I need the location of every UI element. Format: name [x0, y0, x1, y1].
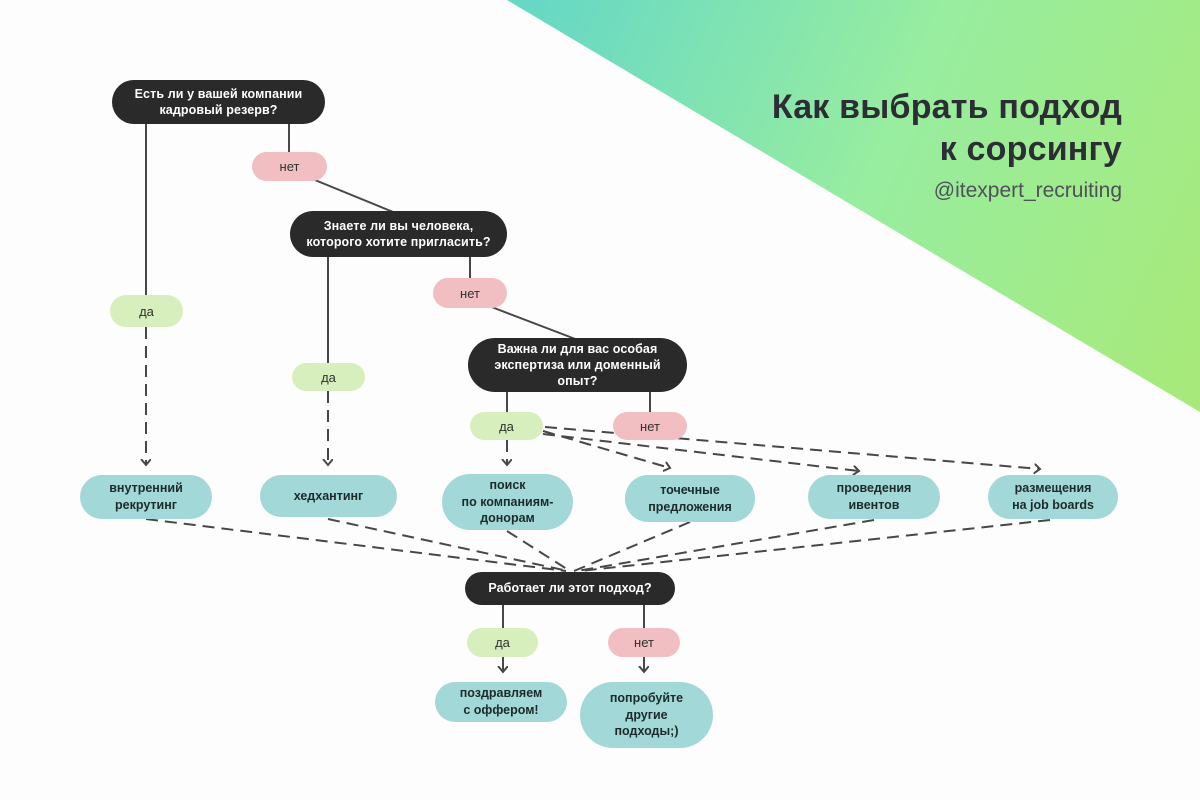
outcome-offer-congrats: поздравляем с оффером! — [435, 682, 567, 722]
outcome-headhunting: хедхантинг — [260, 475, 397, 517]
answer-yes-1: да — [110, 295, 183, 327]
answer-yes-4: да — [467, 628, 538, 657]
solid-connectors — [145, 124, 651, 672]
answer-yes-2: да — [292, 363, 365, 391]
answer-no-2: нет — [433, 278, 507, 308]
answer-yes-3: да — [470, 412, 543, 440]
answer-no-1: нет — [252, 152, 327, 181]
page-title: Как выбрать подход к сорсингу — [771, 88, 1122, 169]
answer-no-3: нет — [613, 412, 687, 440]
outcome-donor-companies: поиск по компаниям- донорам — [442, 474, 573, 530]
question-talent-pool: Есть ли у вашей компании кадровый резерв… — [112, 80, 325, 124]
question-know-person: Знаете ли вы человека, которого хотите п… — [290, 211, 507, 257]
question-approach-works: Работает ли этот подход? — [465, 572, 675, 605]
question-expertise: Важна ли для вас особая экспертиза или д… — [468, 338, 687, 392]
answer-no-4: нет — [608, 628, 680, 657]
outcome-events: проведения ивентов — [808, 475, 940, 519]
gradient-triangle — [507, 0, 1200, 412]
outcome-job-boards: размещения на job boards — [988, 475, 1118, 519]
title-block: Как выбрать подход к сорсингу @itexpert_… — [772, 86, 1122, 203]
hub-dashed-connectors — [145, 518, 1051, 572]
outcome-targeted-offers: точечные предложения — [625, 475, 755, 522]
outcome-internal-recruiting: внутренний рекрутинг — [80, 475, 212, 519]
outcome-try-other-approaches: попробуйте другие подходы;) — [580, 682, 713, 748]
author-handle: @itexpert_recruiting — [933, 179, 1122, 203]
